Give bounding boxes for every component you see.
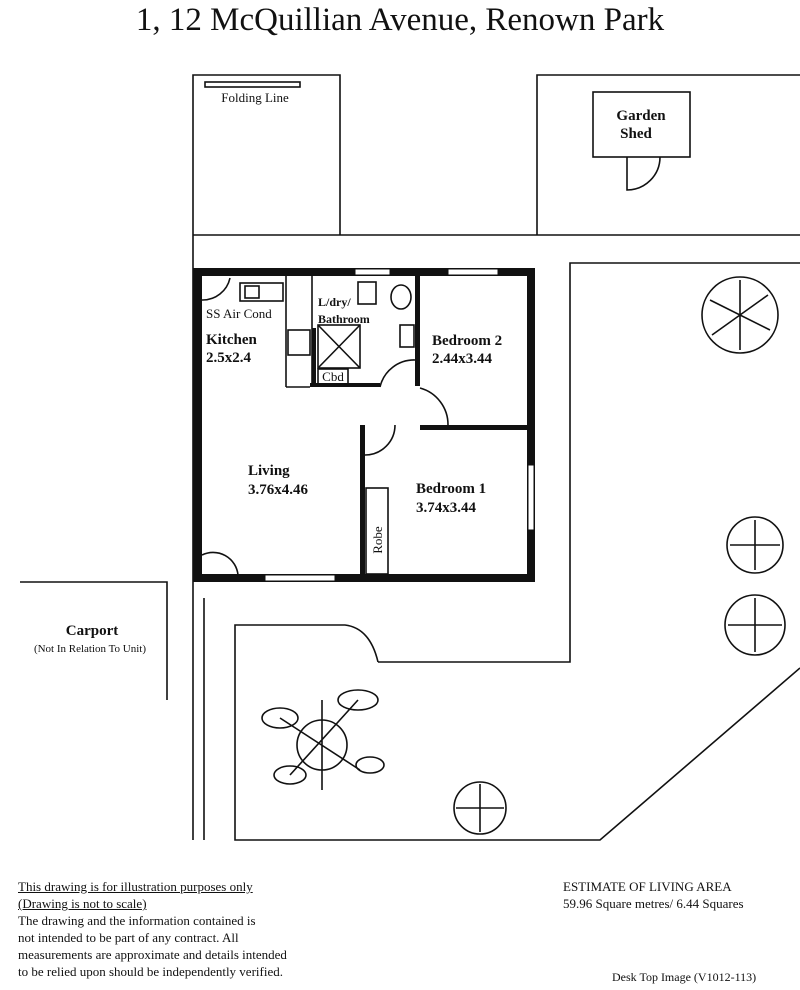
disclaimer-scale-note: (Drawing is not to scale) [18,896,147,911]
garden-shed-label: Garden [616,108,666,124]
tree-icon [724,594,786,656]
area-heading: ESTIMATE OF LIVING AREA [563,879,732,894]
image-reference: Desk Top Image (V1012-113) [612,970,757,984]
house-walls [193,268,535,582]
area-value: 59.96 Square metres/ 6.44 Squares [563,896,744,911]
living-label: Living [248,463,290,479]
living-area-estimate: ESTIMATE OF LIVING AREA 59.96 Square met… [563,878,744,912]
disclaimer-body-line: measurements are approximate and details… [18,947,287,962]
air-cond-label: SS Air Cond [206,306,272,321]
disclaimer-body-line: not intended to be part of any contract.… [18,930,239,945]
carport-label: Carport [66,623,119,639]
laundry-label: L/dry/ [318,295,351,309]
tree-icon [453,781,507,835]
kitchen-label: Kitchen [206,332,257,348]
carport-note: (Not In Relation To Unit) [34,643,146,655]
site-boundaries [20,74,800,841]
bathroom-label: Bathroom [318,312,370,326]
garden-shed-label-2: Shed [620,126,652,142]
kitchen-size: 2.5x2.4 [206,350,252,366]
tree-icon [726,516,784,574]
bedroom2-size: 2.44x3.44 [432,351,493,367]
plant-icon [261,689,385,790]
robe-label: Robe [370,526,385,554]
disclaimer: This drawing is for illustration purpose… [18,878,287,980]
folding-line-label: Folding Line [221,90,289,105]
disclaimer-heading: This drawing is for illustration purpose… [18,879,253,894]
bedroom2-label: Bedroom 2 [432,333,502,349]
disclaimer-body-line: to be relied upon should be independentl… [18,964,283,979]
bedroom1-label: Bedroom 1 [416,481,486,497]
living-size: 3.76x4.46 [248,482,309,498]
folding-line-marker [204,81,301,88]
garden-shed: Garden Shed [592,91,691,191]
page-title: 1, 12 McQuillian Avenue, Renown Park [135,2,665,38]
tree-icon [701,276,779,354]
disclaimer-body-line: The drawing and the information containe… [18,913,256,928]
bedroom1-size: 3.74x3.44 [416,500,477,516]
cupboard-label: Cbd [322,369,344,384]
